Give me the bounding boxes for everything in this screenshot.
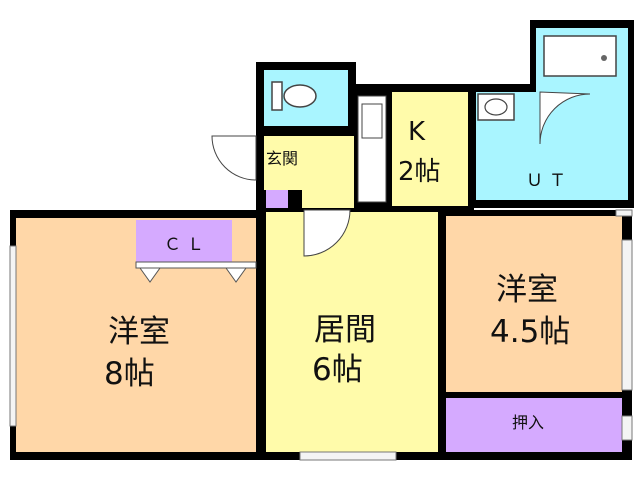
room-kitchen-name: K	[408, 117, 426, 147]
washbasin-bowl	[484, 98, 508, 116]
room-oshiire-name: 押入	[512, 413, 544, 432]
room-western-45-size: 4.5帖	[490, 314, 570, 350]
room-entrance-fill	[264, 136, 306, 190]
bathtub-drain	[601, 55, 607, 61]
entrance-mat	[266, 190, 288, 208]
toilet-bowl	[283, 84, 317, 108]
room-utility-name: ＵＴ	[526, 171, 572, 191]
toilet-tank	[271, 81, 283, 111]
windows	[9, 209, 633, 461]
room-entrance-name: 玄関	[266, 149, 298, 168]
doors	[211, 91, 591, 257]
room-closet-fill	[136, 220, 232, 262]
room-oshiire-fill	[446, 398, 622, 452]
room-western-45-name: 洋室	[496, 272, 558, 308]
room-kitchen-size: 2帖	[398, 157, 441, 187]
kitchen-sink	[361, 103, 383, 139]
room-closet-name: ＣＬ	[164, 235, 210, 255]
room-western-8-size: 8帖	[104, 356, 155, 392]
room-living-name: 居間	[314, 312, 376, 348]
room-living-fill	[266, 212, 438, 452]
room-kitchen-fill	[392, 92, 468, 206]
room-living-size: 6帖	[312, 352, 363, 388]
room-western-8-name: 洋室	[108, 314, 170, 350]
room-western-45-fill	[446, 216, 622, 392]
hall-fill	[302, 136, 354, 208]
closet-doors	[135, 261, 257, 283]
